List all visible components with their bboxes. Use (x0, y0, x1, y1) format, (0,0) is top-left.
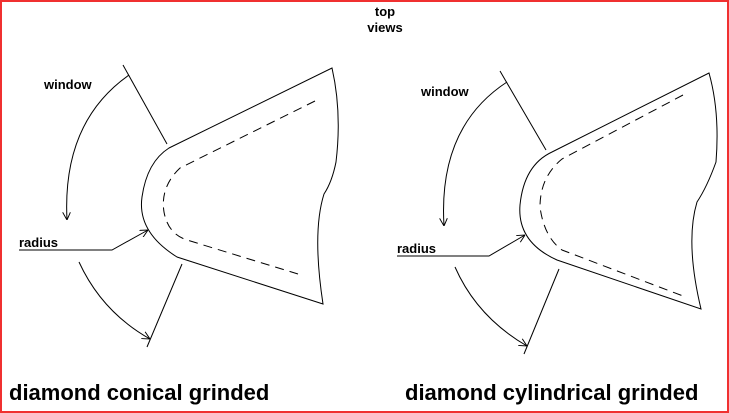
caption-cylindrical: diamond cylindrical grinded (405, 380, 699, 405)
window-label-cylindrical: window (421, 84, 469, 99)
radius-leader (397, 235, 525, 257)
window-arc-upper (444, 81, 508, 226)
window-boundary-line-bottom (523, 268, 560, 355)
window-boundary-line-top (122, 64, 168, 145)
title: top views (355, 4, 415, 36)
blade-outline (140, 67, 339, 305)
window-boundary-line-bottom (146, 263, 183, 348)
window-arc-lower (78, 261, 150, 339)
title-line-2: views (367, 20, 403, 35)
conical-diagram (19, 64, 339, 348)
caption-conical: diamond conical grinded (9, 380, 270, 405)
window-arc-lower (454, 266, 527, 346)
cylindrical-diagram (397, 70, 718, 355)
radius-leader (19, 230, 148, 251)
window-boundary-line-top (499, 70, 547, 151)
blade-outline (519, 72, 718, 310)
radius-label-cylindrical: radius (397, 241, 437, 256)
radius-label-conical: radius (19, 235, 59, 250)
title-line-1: top (374, 4, 396, 19)
window-label-conical: window (44, 77, 92, 92)
grind-line-dashed (162, 100, 316, 275)
window-arc-upper (67, 74, 130, 220)
grind-line-dashed (539, 94, 684, 297)
